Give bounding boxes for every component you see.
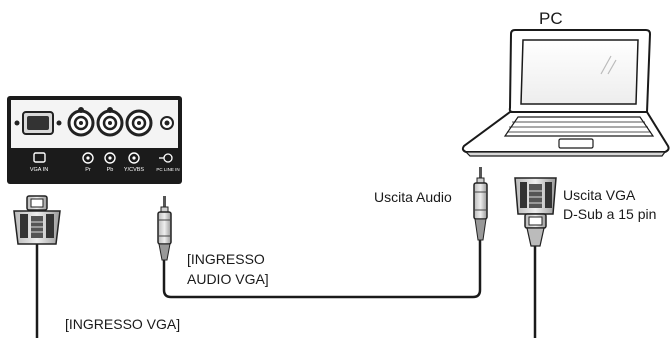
audio-jack-icon [157,196,172,261]
audio-in-label: [INGRESSO AUDIO VGA] [187,249,269,289]
panel-label-pr: Pr [85,167,91,173]
audio-jack-icon-pc [473,167,488,241]
panel-label-y: Y/CVBS [124,167,145,173]
vga-out-label-line1: Uscita VGA [563,187,636,203]
vga-plug-icon [13,195,61,245]
vga-plug-icon-pc [514,177,557,247]
audio-in-label-line2: AUDIO VGA] [187,271,269,287]
input-panel-icon: VGA IN Pr Pb Y/CVBS PC LINE IN [7,96,182,184]
vga-in-label: [INGRESSO VGA] [65,316,181,332]
vga-out-label: Uscita VGA D-Sub a 15 pin [563,186,656,224]
pc-label: PC [539,9,563,28]
laptop-icon [461,29,670,157]
rca-jack-pb [96,107,124,137]
rca-jack-y [125,109,153,137]
rca-jack-pr [67,107,95,137]
audio-cable [162,240,482,299]
vga-out-label-line2: D-Sub a 15 pin [563,206,657,222]
panel-label-pc-line-in: PC LINE IN [156,167,179,172]
panel-label-vga-in: VGA IN [30,167,48,173]
panel-label-pb: Pb [107,167,114,173]
audio-out-label: Uscita Audio [374,189,452,205]
audio-in-label-line1: [INGRESSO [187,251,265,267]
